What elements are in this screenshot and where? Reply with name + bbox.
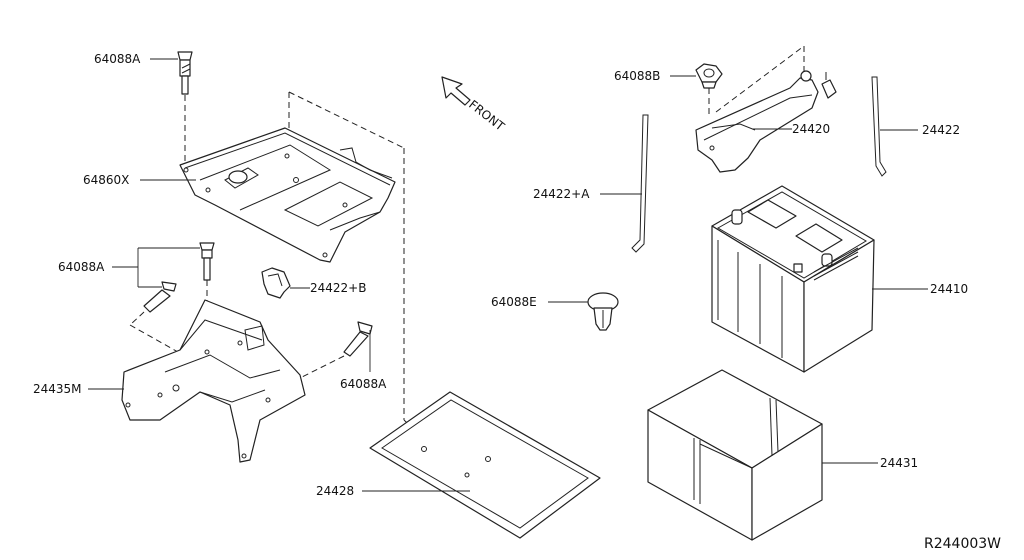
label-lower-left-bracket: 24435M — [33, 382, 82, 396]
nut-top — [695, 63, 723, 115]
front-label: FRONT — [466, 97, 507, 134]
label-rod-a: 24422+A — [533, 187, 590, 201]
label-bolt-lower-center: 64088A — [340, 377, 387, 391]
label-bolt-mid-left: 64088A — [58, 260, 105, 274]
label-battery: 24410 — [930, 282, 968, 296]
label-clip-e: 64088E — [491, 295, 537, 309]
battery — [711, 185, 875, 373]
bolt-mid-left-upper — [199, 242, 215, 310]
rod-right — [871, 76, 887, 177]
label-hold-down-frame: 24420 — [792, 122, 830, 136]
battery-mat — [369, 391, 601, 539]
bolt-lower-center — [299, 321, 373, 379]
bolt-top-left — [177, 51, 193, 165]
battery-tray-bracket — [179, 127, 396, 263]
label-battery-cover: 24431 — [880, 456, 918, 470]
hold-down-frame — [695, 45, 837, 173]
label-nut-top: 64088B — [614, 69, 660, 83]
label-rod-right: 24422 — [922, 123, 960, 137]
front-arrow: FRONT — [441, 76, 508, 134]
label-clip-b: 24422+B — [310, 281, 366, 295]
rod-a — [631, 114, 649, 253]
lower-left-bracket — [121, 299, 306, 463]
clip-b — [261, 267, 291, 299]
bolt-mid-left-lower — [129, 281, 179, 353]
label-bolt-top-left: 64088A — [94, 52, 141, 66]
clip-e — [587, 292, 619, 331]
battery-cover — [647, 369, 823, 541]
label-battery-mat: 24428 — [316, 484, 354, 498]
label-battery-tray-bracket: 64860X — [83, 173, 129, 187]
drawing-code: R244003W — [924, 536, 1001, 552]
